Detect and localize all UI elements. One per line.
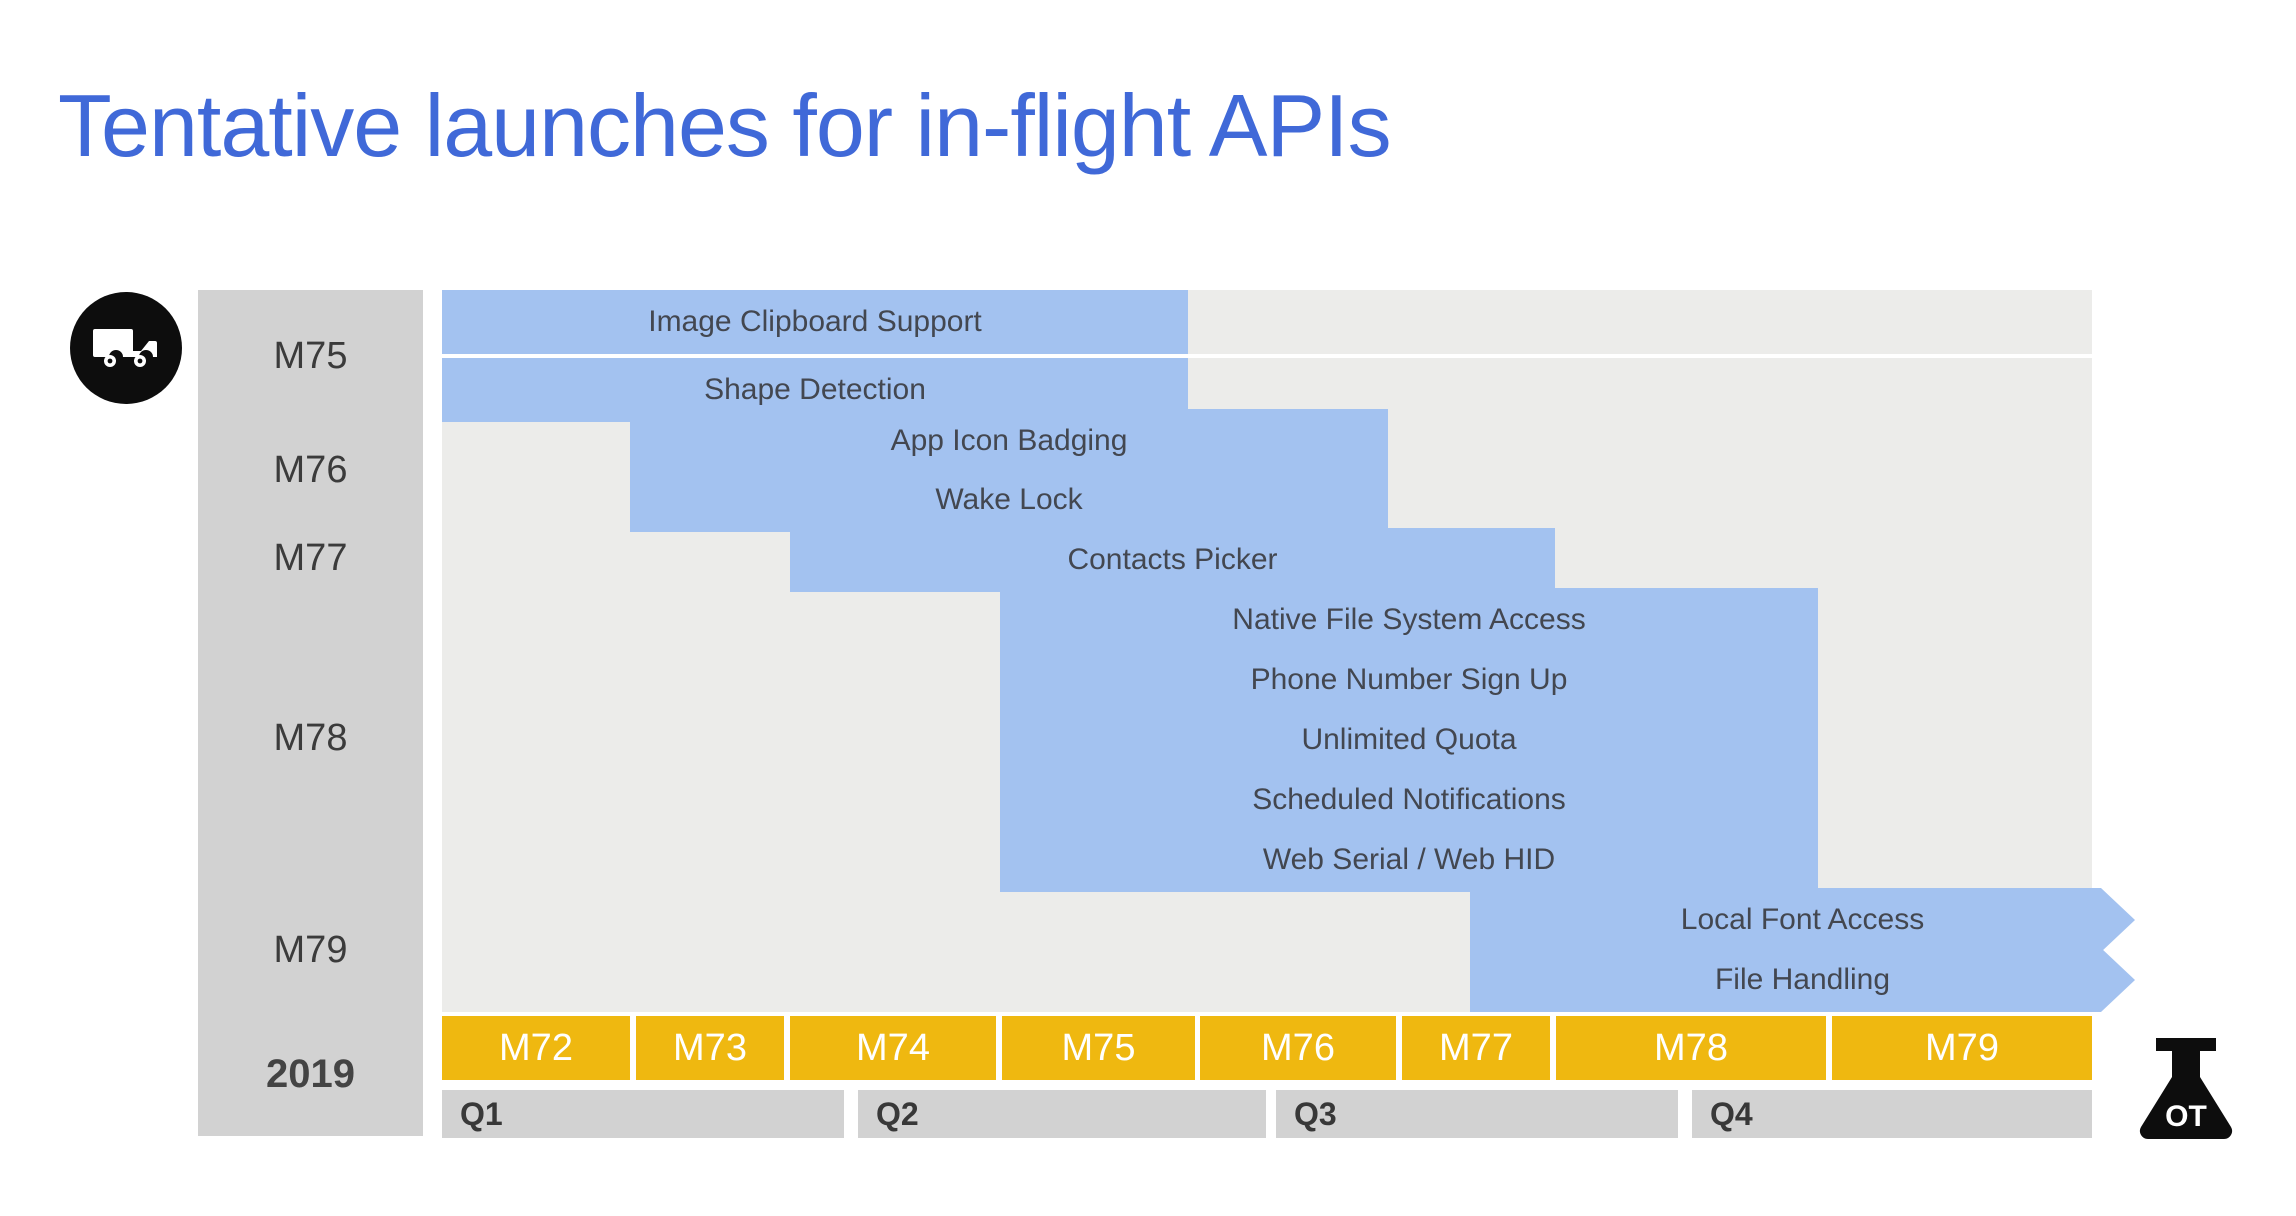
origin-trial-badge: OT <box>2124 1028 2248 1152</box>
gantt-bar-label: Local Font Access <box>1680 903 1925 936</box>
timeline-month-chip-m73[interactable]: M73 <box>636 1016 784 1080</box>
milestone-label-cell-m77: M77 <box>198 528 423 588</box>
gantt-bar[interactable]: File Handling <box>1470 948 2135 1012</box>
timeline-quarter-chip-q4: Q4 <box>1692 1090 2092 1138</box>
gantt-bar[interactable]: Wake Lock <box>630 468 1388 532</box>
truck-icon <box>93 325 159 371</box>
timeline-quarter-chip-q2: Q2 <box>858 1090 1266 1138</box>
truck-badge <box>70 292 182 404</box>
gantt-bar[interactable]: Native File System Access <box>1000 588 1818 652</box>
gantt-bar[interactable]: Contacts Picker <box>790 528 1555 592</box>
timeline-quarter-label: Q2 <box>876 1095 919 1132</box>
timeline-month-chip-m74[interactable]: M74 <box>790 1016 996 1080</box>
gantt-bar[interactable]: Phone Number Sign Up <box>1000 648 1818 712</box>
timeline-month-label: M79 <box>1925 1026 1999 1069</box>
gantt-bar-label: File Handling <box>1714 963 1891 996</box>
milestone-label-text: 2019 <box>266 1051 355 1096</box>
gantt-bar[interactable]: Scheduled Notifications <box>1000 768 1818 832</box>
gantt-bar-label: App Icon Badging <box>890 424 1128 457</box>
timeline-month-chip-m79[interactable]: M79 <box>1832 1016 2092 1080</box>
gantt-bar[interactable]: App Icon Badging <box>630 409 1388 473</box>
timeline-month-chip-m78[interactable]: M78 <box>1556 1016 1826 1080</box>
timeline-quarter-chip-q1: Q1 <box>442 1090 844 1138</box>
timeline-quarter-label: Q4 <box>1710 1095 1753 1132</box>
timeline-month-label: M74 <box>856 1026 930 1069</box>
year-label-cell: 2019 <box>198 1012 423 1136</box>
milestone-label-text: M76 <box>273 449 348 491</box>
milestone-label-cell-m75: M75 <box>198 290 423 422</box>
timeline-month-chip-m72[interactable]: M72 <box>442 1016 630 1080</box>
milestone-label-cell-m78: M78 <box>198 588 423 888</box>
gantt-bar[interactable]: Image Clipboard Support <box>442 290 1188 354</box>
gantt-bar-label: Native File System Access <box>1232 603 1586 636</box>
milestone-label-text: M75 <box>273 334 348 377</box>
gantt-bar-label: Scheduled Notifications <box>1252 783 1566 816</box>
timeline-month-label: M78 <box>1654 1026 1728 1069</box>
timeline-quarter-label: Q1 <box>460 1095 503 1132</box>
gantt-bar[interactable]: Local Font Access <box>1470 888 2135 952</box>
timeline-month-label: M73 <box>673 1026 747 1069</box>
page-title: Tentative launches for in-flight APIs <box>58 76 1392 175</box>
milestone-label-cell-m76: M76 <box>198 409 423 532</box>
timeline-month-label: M72 <box>499 1026 573 1069</box>
gantt-bar-label: Unlimited Quota <box>1301 723 1517 756</box>
gantt-bar[interactable]: Unlimited Quota <box>1000 708 1818 772</box>
gantt-bar-label: Image Clipboard Support <box>648 305 982 338</box>
milestone-label-cell-m79: M79 <box>198 888 423 1012</box>
svg-text:OT: OT <box>2165 1100 2207 1133</box>
timeline-quarter-label: Q3 <box>1294 1095 1337 1132</box>
timeline-month-chip-m75[interactable]: M75 <box>1002 1016 1195 1080</box>
gantt-bar-label: Contacts Picker <box>1067 543 1278 576</box>
timeline-quarter-chip-q3: Q3 <box>1276 1090 1678 1138</box>
timeline-month-chip-m77[interactable]: M77 <box>1402 1016 1550 1080</box>
gantt-bar-label: Phone Number Sign Up <box>1250 663 1568 696</box>
milestone-label-text: M77 <box>273 536 348 579</box>
timeline-month-label: M76 <box>1261 1026 1335 1069</box>
timeline-month-label: M75 <box>1061 1026 1136 1069</box>
gantt-bar-label: Shape Detection <box>704 373 926 406</box>
milestone-label-text: M79 <box>273 928 348 971</box>
timeline-month-label: M77 <box>1439 1026 1513 1069</box>
timeline-month-chip-m76[interactable]: M76 <box>1200 1016 1396 1080</box>
origin-trial-flask-icon: OT <box>2134 1034 2238 1146</box>
milestone-label-text: M78 <box>273 716 348 759</box>
gantt-bar[interactable]: Web Serial / Web HID <box>1000 828 1818 892</box>
gantt-bar-label: Wake Lock <box>935 483 1083 516</box>
gantt-bar-label: Web Serial / Web HID <box>1262 843 1556 876</box>
